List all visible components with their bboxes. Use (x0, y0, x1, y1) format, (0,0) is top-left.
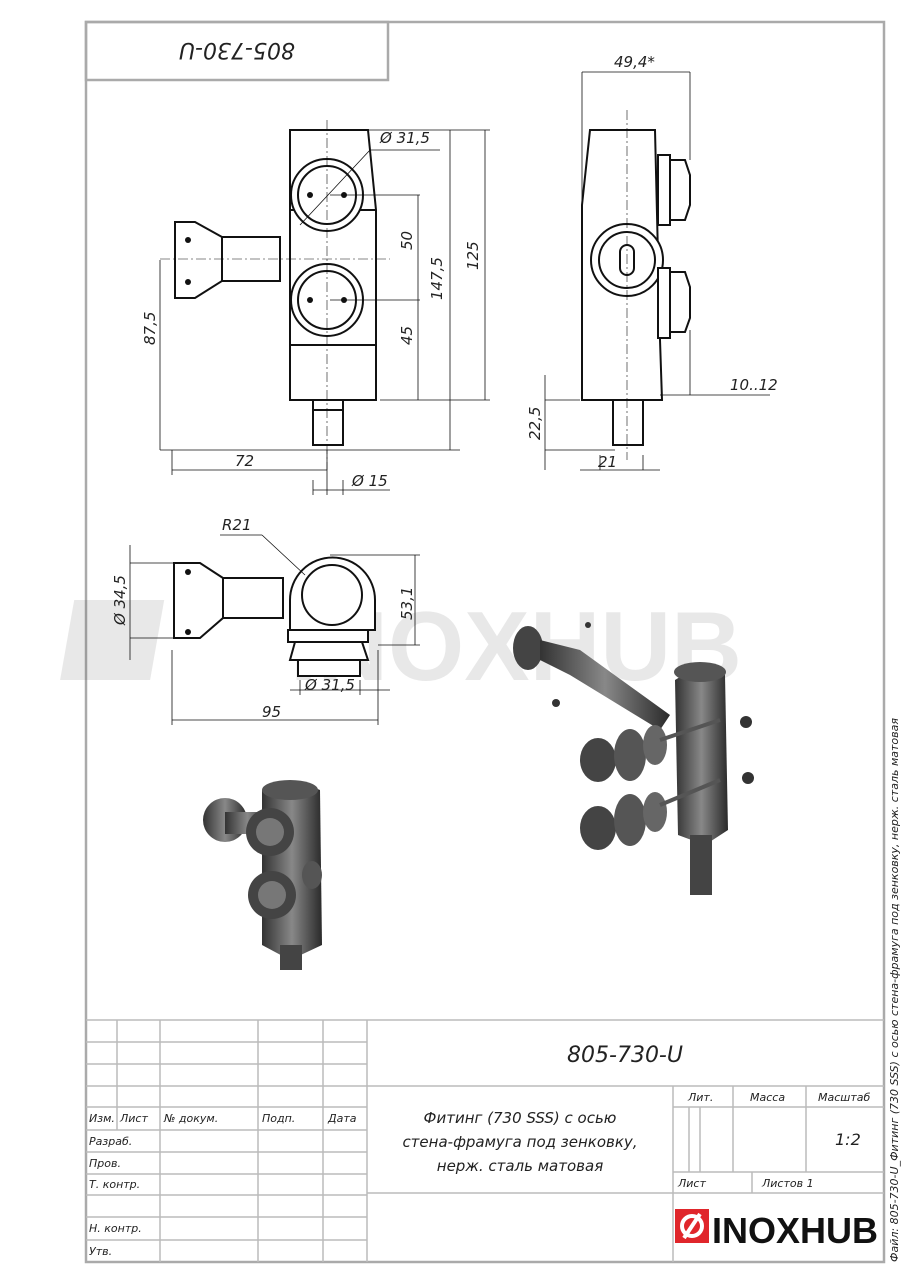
role-tech-control: Т. контр. (89, 1178, 140, 1191)
front-view (159, 120, 490, 495)
dim-147-5: 147,5 (428, 257, 446, 300)
title-block (86, 1019, 884, 1262)
dim-10-12: 10..12 (730, 376, 778, 394)
dim-21: 21 (598, 453, 617, 471)
dim-r21: R21 (222, 516, 252, 534)
dim-dia-31-5: Ø 31,5 (379, 129, 430, 147)
sheet-frame (84, 20, 886, 1264)
dim-22-5: 22,5 (526, 407, 544, 440)
dim-72: 72 (235, 452, 254, 470)
sheet-label: Лист (677, 1177, 706, 1190)
role-approved: Утв. (89, 1245, 112, 1258)
rotated-code: 805-730-U (179, 37, 295, 62)
mass-label: Масса (750, 1091, 785, 1104)
role-developer: Разраб. (89, 1135, 132, 1148)
dim-dia-15: Ø 15 (351, 472, 388, 490)
top-view (129, 534, 420, 725)
exploded-3d-render (513, 622, 754, 895)
dim-95: 95 (262, 703, 281, 721)
header-sign: Подп. (262, 1112, 295, 1125)
role-norm-control: Н. контр. (89, 1222, 142, 1235)
file-name-side-text: Файл: 805-730-U_Фитинг (730 SSS) с осью … (888, 718, 901, 1262)
description-line-3: нерж. сталь матовая (437, 1157, 603, 1175)
header-date: Дата (327, 1112, 357, 1125)
dim-125: 125 (464, 241, 482, 270)
scale-value: 1:2 (835, 1130, 861, 1149)
dim-50: 50 (398, 231, 416, 250)
dim-dia-34-5: Ø 34,5 (111, 575, 129, 626)
inoxhub-logo: INOXHUB (675, 1209, 878, 1251)
title-number: 805-730-U (567, 1043, 683, 1068)
header-list: Лист (119, 1112, 148, 1125)
side-view (544, 71, 770, 471)
dim-87-5: 87,5 (141, 312, 159, 345)
header-doc: № докум. (163, 1112, 218, 1125)
header-izm: Изм. (89, 1112, 115, 1125)
svg-text:INOXHUB: INOXHUB (712, 1210, 878, 1251)
dim-45: 45 (398, 326, 416, 345)
dim-53-1: 53,1 (398, 587, 416, 620)
scale-label: Масштаб (818, 1091, 870, 1104)
assembled-3d-render (203, 780, 322, 970)
role-checker: Пров. (89, 1157, 121, 1170)
description-line-1: Фитинг (730 SSS) с осью (424, 1109, 617, 1127)
dim-49-4: 49,4* (614, 53, 655, 71)
sheets-label: Листов 1 (761, 1177, 814, 1190)
lit-label: Лит. (687, 1091, 713, 1104)
description-line-2: стена-фрамуга под зенковку, (402, 1133, 637, 1151)
dim-dia-31-5-top: Ø 31,5 (304, 676, 355, 694)
code-box (84, 20, 390, 82)
